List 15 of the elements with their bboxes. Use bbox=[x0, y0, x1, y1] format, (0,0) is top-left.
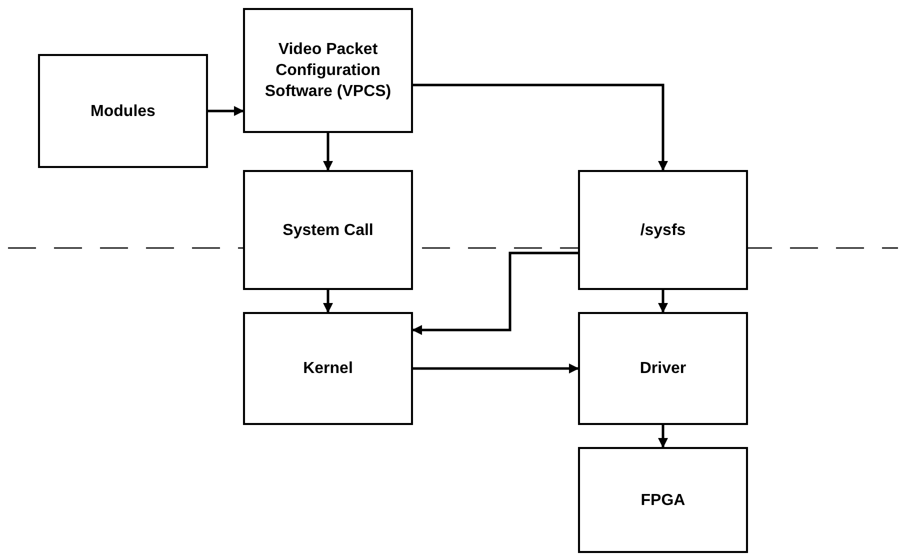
arrow bbox=[413, 84, 668, 171]
process-box: Kernel bbox=[243, 312, 413, 425]
arrow bbox=[658, 425, 668, 448]
arrow bbox=[323, 133, 333, 171]
arrow bbox=[658, 290, 668, 313]
arrow bbox=[413, 364, 579, 374]
process-box: Modules bbox=[38, 54, 208, 168]
arrow bbox=[412, 252, 578, 335]
process-box: System Call bbox=[243, 170, 413, 290]
process-box: Video Packet Configuration Software (VPCS) bbox=[243, 8, 413, 133]
arrow bbox=[323, 290, 333, 313]
process-box: Driver bbox=[578, 312, 748, 425]
arrow bbox=[208, 106, 244, 116]
process-box: FPGA bbox=[578, 447, 748, 553]
process-box: /sysfs bbox=[578, 170, 748, 290]
